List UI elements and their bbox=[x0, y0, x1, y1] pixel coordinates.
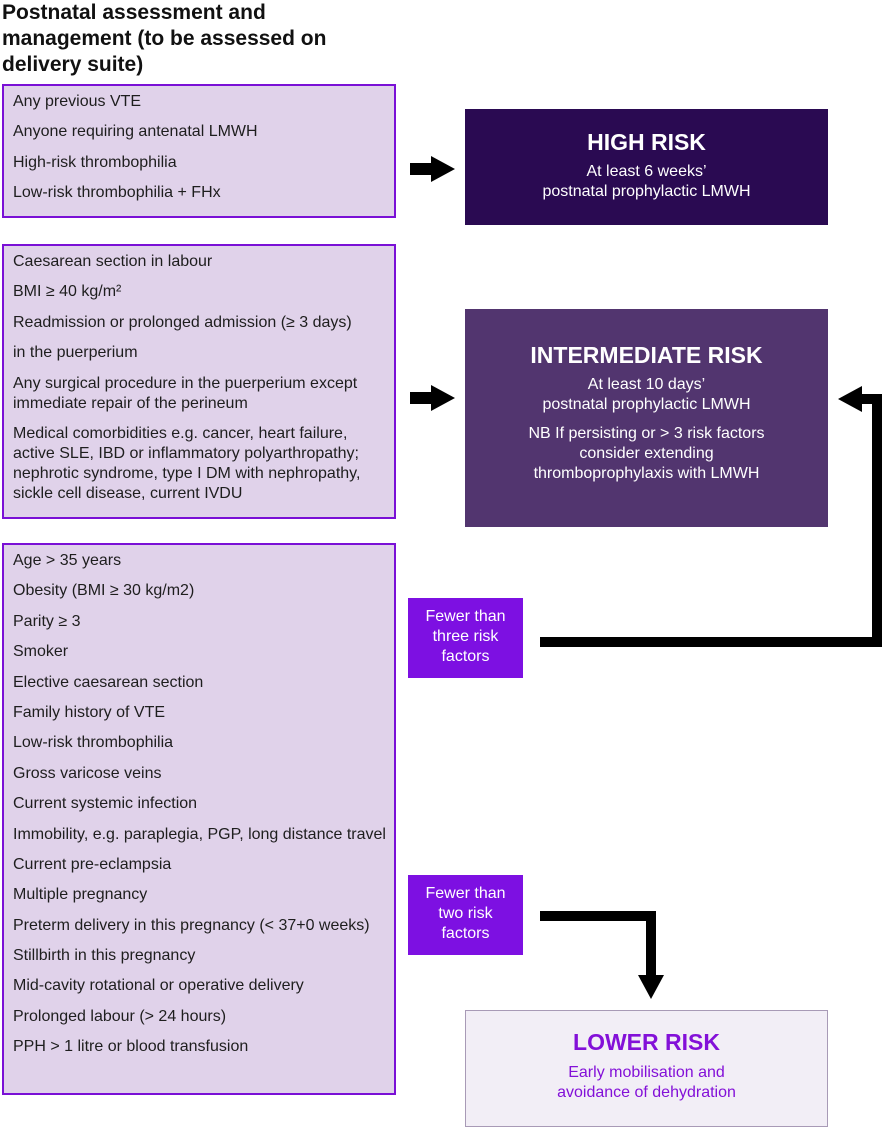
arrow-to-high-risk bbox=[410, 156, 455, 182]
tag-line: Fewer than bbox=[425, 885, 506, 902]
tag-line: factors bbox=[441, 925, 490, 942]
high-risk-desc-line: postnatal prophylactic LMWH bbox=[542, 183, 751, 200]
intermediate-risk-desc-line: At least 10 days’ bbox=[587, 376, 706, 393]
risk-factor: Gross varicose veins bbox=[13, 764, 162, 782]
risk-factor: Caesarean section in labour bbox=[13, 253, 213, 270]
risk-factor: Current pre-eclampsia bbox=[13, 855, 172, 873]
risk-factor: Obesity (BMI ≥ 30 kg/m2) bbox=[13, 582, 195, 600]
fewer-than-three-tag: Fewer than three risk factors bbox=[408, 598, 523, 678]
high-risk-desc-line: At least 6 weeks’ bbox=[586, 163, 707, 180]
risk-factor: Readmission or prolonged admission (≥ 3 … bbox=[13, 313, 352, 331]
risk-factor: Preterm delivery in this pregnancy (< 37… bbox=[13, 916, 370, 934]
risk-factor: Medical comorbidities e.g. cancer, heart… bbox=[13, 424, 361, 502]
lower-risk-desc-line: avoidance of dehydration bbox=[557, 1084, 736, 1101]
risk-factor: Stillbirth in this pregnancy bbox=[13, 947, 196, 965]
risk-factor: Any surgical procedure in the puerperium… bbox=[13, 374, 358, 412]
lower-risk-factors-box: Age > 35 years Obesity (BMI ≥ 30 kg/m2) … bbox=[2, 543, 396, 1095]
arrow-two-to-lower bbox=[540, 911, 664, 999]
lower-risk-title: LOWER RISK bbox=[573, 1029, 720, 1055]
risk-factor: High-risk thrombophilia bbox=[13, 153, 177, 171]
lower-risk-desc-line: Early mobilisation and bbox=[568, 1064, 725, 1081]
arrow-to-intermediate-risk bbox=[410, 385, 455, 411]
risk-factor: Age > 35 years bbox=[13, 552, 122, 569]
high-risk-factors-box: Any previous VTE Anyone requiring antena… bbox=[2, 84, 396, 218]
high-risk-title: HIGH RISK bbox=[587, 129, 706, 155]
tag-line: three risk bbox=[432, 628, 499, 645]
intermediate-risk-title: INTERMEDIATE RISK bbox=[530, 342, 763, 368]
tag-line: Fewer than bbox=[425, 608, 506, 625]
risk-factor: Smoker bbox=[13, 643, 69, 661]
risk-factor: Family history of VTE bbox=[13, 703, 166, 721]
intermediate-risk-factors-box: Caesarean section in labour BMI ≥ 40 kg/… bbox=[2, 244, 396, 519]
intermediate-risk-note-line: thromboprophylaxis with LMWH bbox=[533, 465, 760, 482]
high-risk-box: HIGH RISK At least 6 weeks’ postnatal pr… bbox=[465, 109, 828, 225]
risk-factor: Low-risk thrombophilia bbox=[13, 734, 174, 752]
intermediate-risk-box: INTERMEDIATE RISK At least 10 days’ post… bbox=[465, 309, 828, 527]
risk-factor: Elective caesarean section bbox=[13, 673, 204, 691]
diagram-title: Postnatal assessment and management (to … bbox=[2, 1, 327, 76]
risk-factor: PPH > 1 litre or blood transfusion bbox=[13, 1038, 249, 1056]
risk-factor: Mid-cavity rotational or operative deliv… bbox=[13, 977, 304, 995]
risk-factor: in the puerperium bbox=[13, 344, 138, 362]
intermediate-risk-desc-line: postnatal prophylactic LMWH bbox=[542, 396, 751, 413]
lower-risk-box: LOWER RISK Early mobilisation and avoida… bbox=[465, 1010, 828, 1127]
risk-factor: Current systemic infection bbox=[13, 795, 198, 813]
arrow-three-to-intermediate bbox=[540, 386, 882, 647]
risk-factor: BMI ≥ 40 kg/m² bbox=[13, 283, 122, 301]
tag-line: factors bbox=[441, 648, 490, 665]
intermediate-risk-note-line: consider extending bbox=[579, 445, 714, 462]
risk-factor: Anyone requiring antenatal LMWH bbox=[13, 123, 258, 141]
intermediate-risk-note-line: NB If persisting or > 3 risk factors bbox=[528, 425, 765, 442]
risk-factor: Immobility, e.g. paraplegia, PGP, long d… bbox=[13, 825, 386, 843]
risk-factor: Parity ≥ 3 bbox=[13, 612, 81, 630]
risk-factor: Low-risk thrombophilia + FHx bbox=[13, 184, 221, 202]
risk-factor: Multiple pregnancy bbox=[13, 886, 148, 904]
fewer-than-two-tag: Fewer than two risk factors bbox=[408, 875, 523, 955]
risk-factor: Any previous VTE bbox=[13, 93, 142, 110]
tag-line: two risk bbox=[438, 905, 493, 922]
risk-factor: Prolonged labour (> 24 hours) bbox=[13, 1007, 227, 1025]
